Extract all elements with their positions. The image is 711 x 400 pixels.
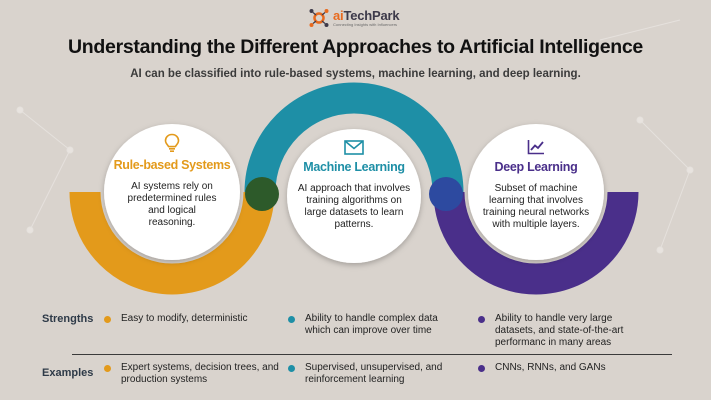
envelope-icon — [344, 140, 364, 155]
example-deep-learning: CNNs, RNNs, and GANs — [478, 362, 655, 374]
approach-rule-based: Rule-based Systems AI systems rely on pr… — [112, 133, 232, 229]
cell-text: Expert systems, decision trees, and prod… — [121, 362, 279, 385]
teal-ring — [244, 82, 464, 192]
circle-deep-learning — [468, 124, 604, 260]
logo-name-suffix: TechPark — [343, 8, 400, 23]
cell-text: Ability to handle complex data which can… — [305, 313, 438, 336]
logo-tagline: Connecting Insights with Influencers — [333, 22, 398, 27]
example-machine-learning: Supervised, unsupervised, and reinforcem… — [288, 362, 465, 386]
approach-description: Subset of machine learning that involves… — [482, 183, 590, 230]
ring-upper — [244, 82, 464, 192]
strength-deep-learning: Ability to handle very large datasets, a… — [478, 313, 655, 349]
cell-text: Ability to handle very large datasets, a… — [495, 313, 624, 348]
circle-rule-based — [104, 124, 240, 260]
row-label-examples: Examples — [42, 367, 94, 379]
row-label-strengths: Strengths — [42, 313, 94, 325]
row-divider — [72, 354, 672, 355]
approach-description: AI approach that involves training algor… — [297, 183, 411, 230]
line-chart-icon — [527, 140, 544, 155]
overlap-left — [245, 177, 279, 211]
bullet-dot — [478, 365, 485, 372]
gear-network-icon — [309, 9, 329, 27]
purple-ring — [433, 192, 639, 295]
approach-machine-learning: Machine Learning AI approach that involv… — [294, 140, 414, 231]
approach-title: Deep Learning — [494, 160, 578, 174]
logo[interactable]: aiTechPark Connecting Insights with Infl… — [308, 6, 400, 30]
example-rule-based: Expert systems, decision trees, and prod… — [104, 362, 281, 386]
cell-text: Supervised, unsupervised, and reinforcem… — [305, 362, 443, 385]
approach-title: Rule-based Systems — [113, 158, 231, 172]
circle-machine-learning — [287, 129, 421, 263]
page-subtitle: AI can be classified into rule-based sys… — [130, 68, 581, 80]
bullet-dot — [104, 365, 111, 372]
orange-ring — [69, 192, 275, 295]
approach-description: AI systems rely on predetermined rules a… — [127, 181, 217, 228]
bullet-dot — [288, 365, 295, 372]
strength-machine-learning: Ability to handle complex data which can… — [288, 313, 465, 337]
cell-text: CNNs, RNNs, and GANs — [495, 362, 606, 373]
page-title: Understanding the Different Approaches t… — [68, 36, 643, 58]
approach-deep-learning: Deep Learning Subset of machine learning… — [476, 139, 596, 231]
bullet-dot — [104, 316, 111, 323]
logo-name-prefix: ai — [333, 8, 344, 23]
network-pattern — [16, 19, 694, 254]
bullet-dot — [478, 316, 485, 323]
logo-name: aiTechPark — [333, 8, 400, 23]
strength-rule-based: Easy to modify, deterministic — [104, 313, 261, 325]
approach-title: Machine Learning — [303, 160, 405, 174]
logo-text: aiTechPark Connecting Insights with Infl… — [333, 8, 400, 27]
bullet-dot — [288, 316, 295, 323]
overlap-right — [429, 177, 463, 211]
cell-text: Easy to modify, deterministic — [121, 313, 248, 324]
rings-lower — [69, 192, 639, 295]
lightbulb-icon — [164, 133, 180, 153]
